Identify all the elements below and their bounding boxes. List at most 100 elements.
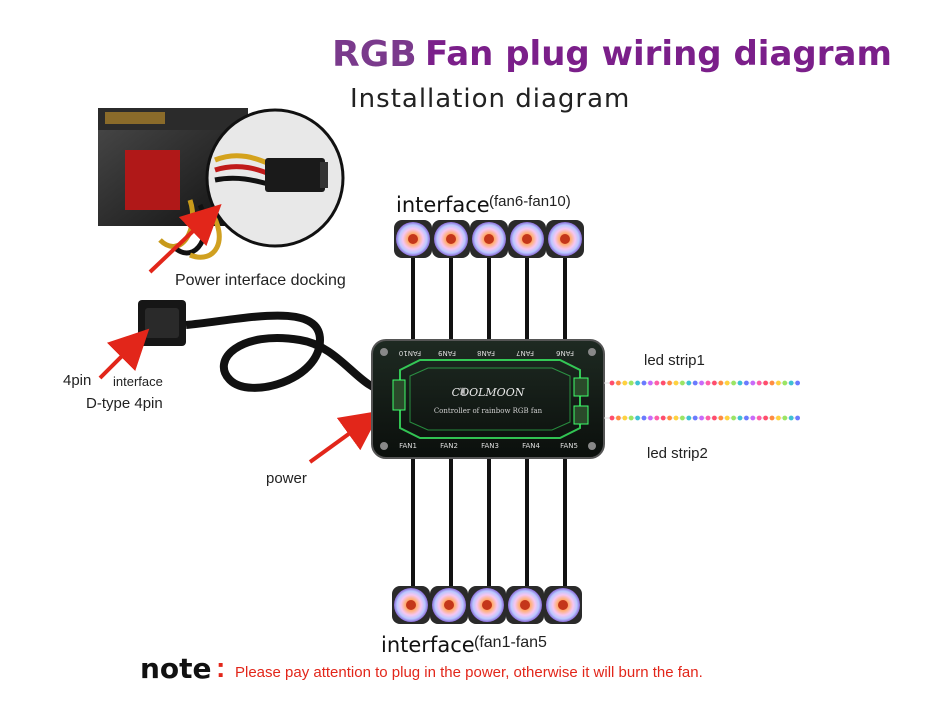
led-dot — [737, 415, 743, 421]
led-dot — [699, 415, 704, 421]
top-fans — [394, 220, 584, 345]
led-dot — [622, 415, 628, 421]
port-label: FAN8 — [477, 349, 495, 357]
led-dot — [712, 415, 717, 421]
led-dot — [692, 415, 698, 421]
led-dot — [622, 380, 628, 386]
led-strip-2 — [604, 415, 800, 421]
dtype-label: D-type 4pin — [86, 395, 163, 412]
led-dot — [718, 415, 724, 421]
led-dot — [776, 380, 781, 386]
controller-hub: COOLMOON Controller of rainbow RGB fan ♜… — [371, 339, 605, 459]
led-dot — [648, 415, 653, 421]
led-dot — [737, 380, 743, 386]
led-dot — [616, 415, 621, 421]
fan-icon — [508, 220, 546, 258]
led-dot — [718, 380, 724, 386]
led-dot — [686, 415, 692, 421]
port-label: FAN2 — [440, 442, 458, 450]
fan-icon — [546, 220, 584, 258]
led-dot — [654, 380, 660, 386]
led-dot — [635, 415, 640, 421]
led-dot — [692, 380, 698, 386]
led-dot — [705, 380, 711, 386]
led-dot — [699, 380, 704, 386]
led-dot — [667, 415, 672, 421]
led-dot — [641, 380, 647, 386]
power-label: power — [266, 470, 307, 487]
fan-icon — [430, 586, 468, 624]
led-dot — [673, 380, 679, 386]
led-dot — [654, 415, 660, 421]
fan-icon — [432, 220, 470, 258]
led-dot — [763, 415, 768, 421]
led-dot — [686, 380, 692, 386]
interface-label-small: interface — [113, 374, 163, 389]
note-colon: : — [216, 652, 226, 683]
led-dot — [609, 380, 615, 386]
port-label: FAN1 — [399, 442, 417, 450]
controller-caption: Controller of rainbow RGB fan — [434, 407, 543, 415]
led-dot — [673, 415, 679, 421]
interface-bottom-range: (fan1-fan5 — [474, 634, 547, 651]
port-label: FAN3 — [481, 442, 499, 450]
interface-top-label: interface — [396, 193, 490, 217]
led-dot — [763, 380, 768, 386]
d-type-connector-icon — [138, 300, 386, 394]
led-dot — [750, 380, 756, 386]
led-dot — [782, 380, 788, 386]
port-label: FAN7 — [516, 349, 534, 357]
led-dot — [795, 380, 800, 386]
led-dot — [795, 415, 800, 421]
controller-brand: COOLMOON — [452, 386, 525, 399]
led-strip-1 — [604, 380, 800, 386]
led-dot — [660, 380, 666, 386]
led-dot — [769, 380, 775, 386]
note-heading: note — [140, 652, 212, 685]
led-dot — [641, 415, 647, 421]
led-strip2-label: led strip2 — [647, 445, 708, 462]
led-dot — [788, 415, 794, 421]
led-dot — [769, 415, 775, 421]
fan-icon — [468, 586, 506, 624]
subtitle: Installation diagram — [350, 84, 631, 114]
led-dot — [628, 380, 634, 386]
led-dot — [616, 380, 621, 386]
fan-icon — [470, 220, 508, 258]
led-dot — [648, 380, 653, 386]
arrow-dtype — [98, 328, 150, 380]
led-dot — [667, 380, 672, 386]
led-strip1-label: led strip1 — [644, 352, 705, 369]
page-title: Fan plug wiring diagram — [425, 34, 892, 74]
led-dot — [635, 380, 640, 386]
fan-icon — [394, 220, 432, 258]
led-dot — [712, 380, 717, 386]
led-dot — [782, 415, 788, 421]
fan-icon — [544, 586, 582, 624]
port-label: FAN10 — [399, 349, 421, 357]
interface-bottom-label: interface — [381, 633, 475, 657]
led-dot — [744, 415, 749, 421]
led-dot — [705, 415, 711, 421]
bottom-fans — [392, 455, 582, 624]
port-label: FAN5 — [560, 442, 578, 450]
led-dot — [724, 380, 730, 386]
led-dot — [731, 415, 736, 421]
interface-top-range: (fan6-fan10) — [489, 193, 571, 210]
port-label: FAN6 — [556, 349, 574, 357]
led-dot — [776, 415, 781, 421]
led-dot — [680, 380, 685, 386]
fan-icon — [506, 586, 544, 624]
fan-icon — [392, 586, 430, 624]
led-dot — [660, 415, 666, 421]
led-dot — [731, 380, 736, 386]
title-rgb: RGB — [332, 34, 417, 75]
led-dot — [724, 415, 730, 421]
led-dot — [750, 415, 756, 421]
led-dot — [788, 380, 794, 386]
led-dot — [609, 415, 615, 421]
led-dot — [756, 380, 762, 386]
arrow-psu — [148, 203, 222, 274]
port-label: FAN9 — [438, 349, 456, 357]
led-dot — [680, 415, 685, 421]
